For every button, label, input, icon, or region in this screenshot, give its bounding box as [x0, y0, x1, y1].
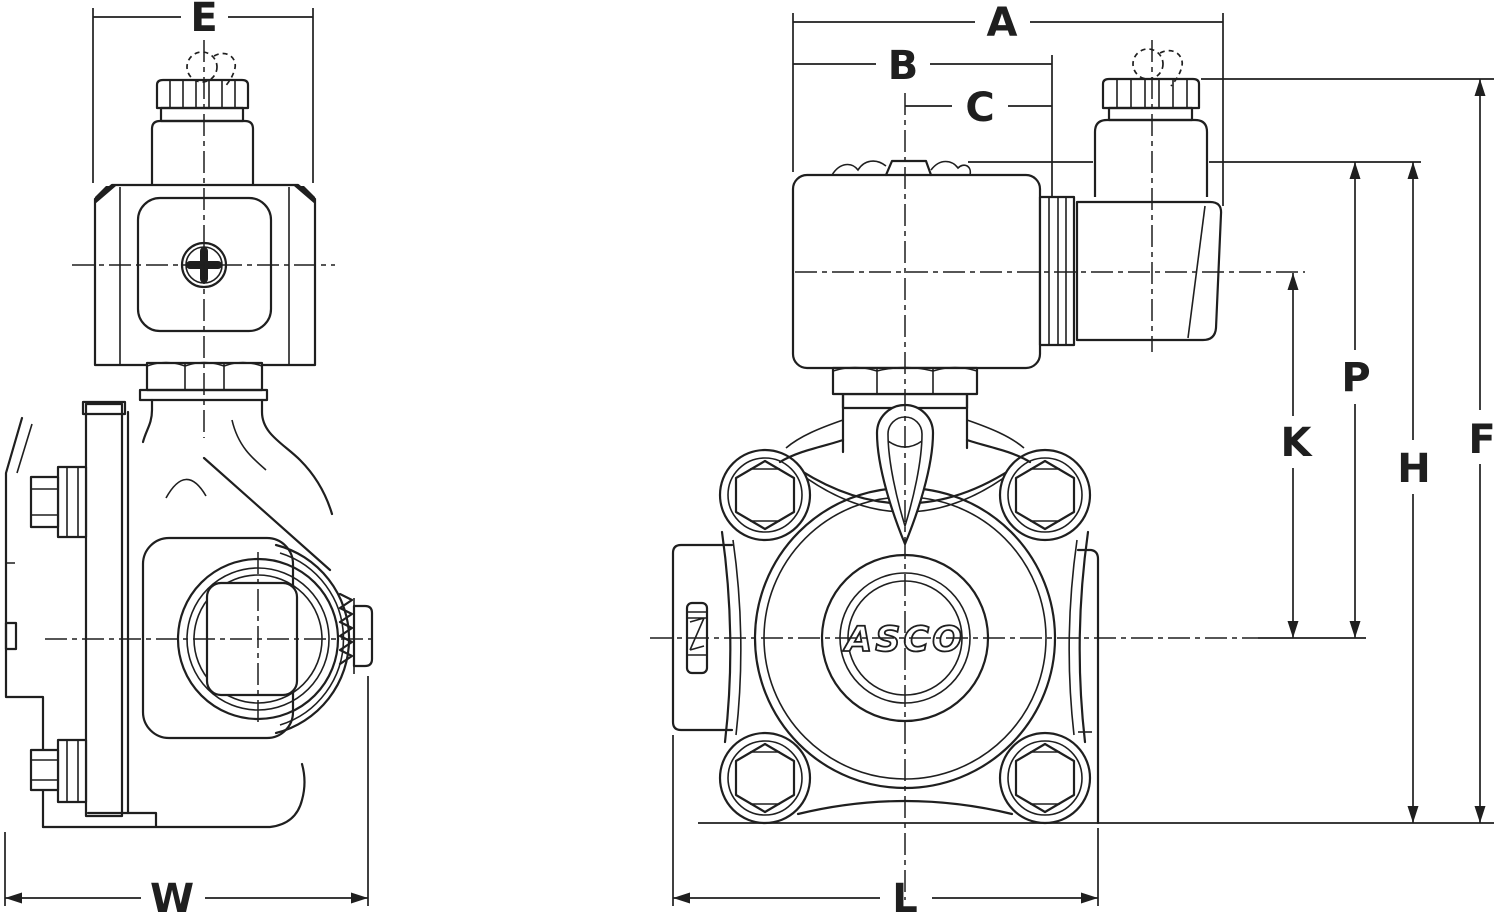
bolt-top-left: [718, 448, 812, 542]
port-boss-right: [1076, 548, 1100, 825]
body-strut: [202, 456, 332, 572]
flange-bolt-side-bottom: [56, 738, 88, 804]
bolt-bottom-left: [718, 731, 812, 825]
dim-label-p: P: [1341, 355, 1370, 401]
coil-clip: [884, 159, 933, 177]
coil-cap-left: [155, 78, 250, 110]
dim-label-a: A: [987, 0, 1018, 46]
dim-label-f: F: [1468, 417, 1495, 463]
flange-bolt-side-top: [56, 465, 88, 539]
bolt-bottom-right: [998, 731, 1092, 825]
cap-flange-left: [159, 106, 245, 123]
bracket-arm: [4, 416, 45, 829]
dim-label-k: K: [1281, 420, 1314, 466]
wire-loop-left: [186, 51, 218, 83]
thread-serrations: [338, 592, 354, 666]
port-boss-left: [671, 543, 734, 732]
dim-label-c: C: [965, 85, 994, 131]
side-view: [4, 51, 374, 829]
centerlines: [45, 40, 1305, 900]
hub-neck: [1093, 118, 1209, 197]
front-view: ASCO: [671, 48, 1223, 825]
asco-logo: ASCO: [842, 620, 965, 660]
wire-loop-right: [1132, 48, 1164, 80]
coil-cap-right: [1101, 77, 1201, 110]
dim-label-b: B: [888, 43, 919, 89]
conduit-hub: [1075, 200, 1223, 342]
dimensions: E A B C W L K P H F: [4, 0, 1496, 918]
mounting-plate-left: [84, 402, 124, 818]
coil-collar: [1038, 195, 1076, 347]
bolt-top-right: [998, 448, 1092, 542]
dim-label-e: E: [190, 0, 217, 41]
flange-bolts-front: [718, 448, 1092, 825]
dim-label-l: L: [892, 876, 918, 918]
dim-label-h: H: [1397, 446, 1430, 492]
dim-label-w: W: [150, 876, 194, 918]
